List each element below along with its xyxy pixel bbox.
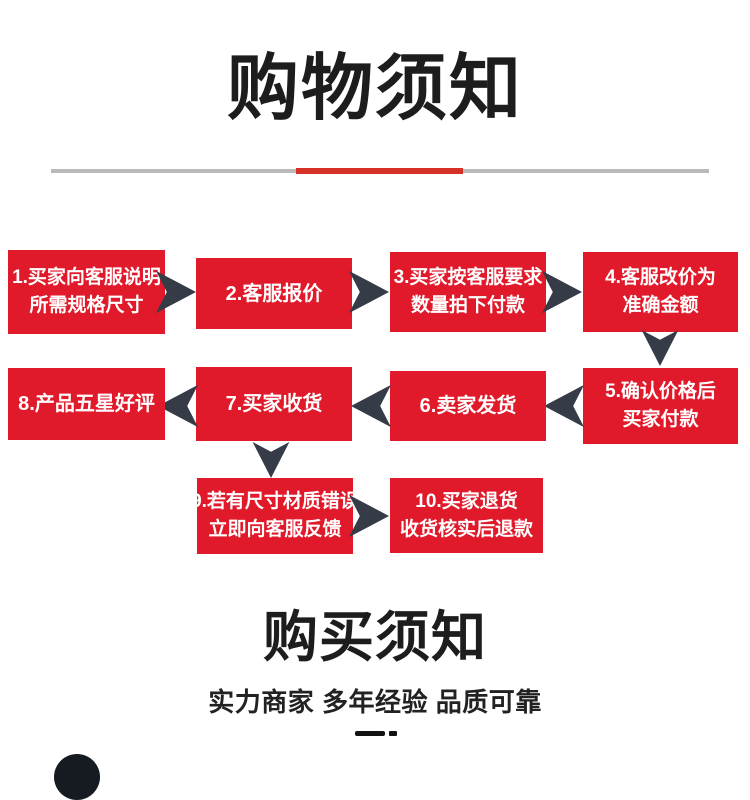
- flow-step-1-line2: 所需规格尺寸: [29, 295, 144, 316]
- flow-step-9-line2: 立即向客服反馈: [208, 519, 342, 540]
- flow-step-3-line1: 3.买家按客服要求: [393, 267, 543, 288]
- purchase-notice-title: 购买须知: [262, 606, 487, 668]
- flow-step-7: 7.买家收货: [196, 367, 352, 441]
- flow-step-5: 5.确认价格后 买家付款: [583, 368, 738, 444]
- arrow-right-icon: [349, 270, 389, 314]
- flow-step-10-line2: 收货核实后退款: [399, 518, 533, 540]
- flow-step-6: 6.卖家发货: [390, 371, 546, 441]
- flow-step-5-line1: 5.确认价格后: [605, 381, 716, 402]
- arrow-down-icon: [641, 330, 679, 366]
- flow-step-5-line2: 买家付款: [622, 409, 699, 430]
- partial-circle-decor: [54, 754, 100, 800]
- flow-step-2: 2.客服报价: [196, 258, 352, 329]
- flow-step-9-line1: 9.若有尺寸材质错误: [191, 491, 359, 512]
- flow-step-6-line1: 6.卖家发货: [419, 395, 517, 417]
- purchase-notice-subtitle: 实力商家 多年经验 品质可靠: [208, 687, 542, 717]
- page-title: 购物须知: [226, 49, 523, 129]
- flow-step-1-line1: 1.买家向客服说明: [12, 267, 161, 288]
- arrow-down-icon: [252, 442, 290, 478]
- flow-step-1: 1.买家向客服说明 所需规格尺寸: [8, 250, 165, 334]
- flow-step-3-line2: 数量拍下付款: [410, 295, 525, 316]
- divider-accent: [296, 168, 463, 174]
- arrow-left-icon: [544, 384, 584, 428]
- shopping-notice-infographic: 购物须知 1.买家向客服说明 所需规格尺寸 2.客服报价 3.买家按客服要求 数…: [8, 49, 738, 800]
- flow-step-7-line1: 7.买家收货: [225, 393, 323, 415]
- flow-step-10: 10.买家退货 收货核实后退款: [390, 478, 543, 553]
- arrow-right-icon: [542, 270, 582, 314]
- arrow-right-icon: [349, 494, 389, 538]
- flow-step-8-line1: 8.产品五星好评: [18, 393, 155, 415]
- dot-decor: [389, 731, 397, 736]
- flow-step-9: 9.若有尺寸材质错误 立即向客服反馈: [191, 478, 359, 554]
- dash-decor: [355, 731, 385, 736]
- flow-step-3: 3.买家按客服要求 数量拍下付款: [390, 252, 546, 332]
- flow-step-4: 4.客服改价为 准确金额: [583, 252, 738, 332]
- arrow-left-icon: [351, 384, 391, 428]
- flow-step-2-line1: 2.客服报价: [225, 282, 323, 305]
- flow-step-8: 8.产品五星好评: [8, 368, 165, 440]
- flow-step-10-line1: 10.买家退货: [415, 490, 518, 512]
- flow-step-4-line1: 4.客服改价为: [605, 267, 716, 288]
- flow-step-4-line2: 准确金额: [622, 295, 699, 316]
